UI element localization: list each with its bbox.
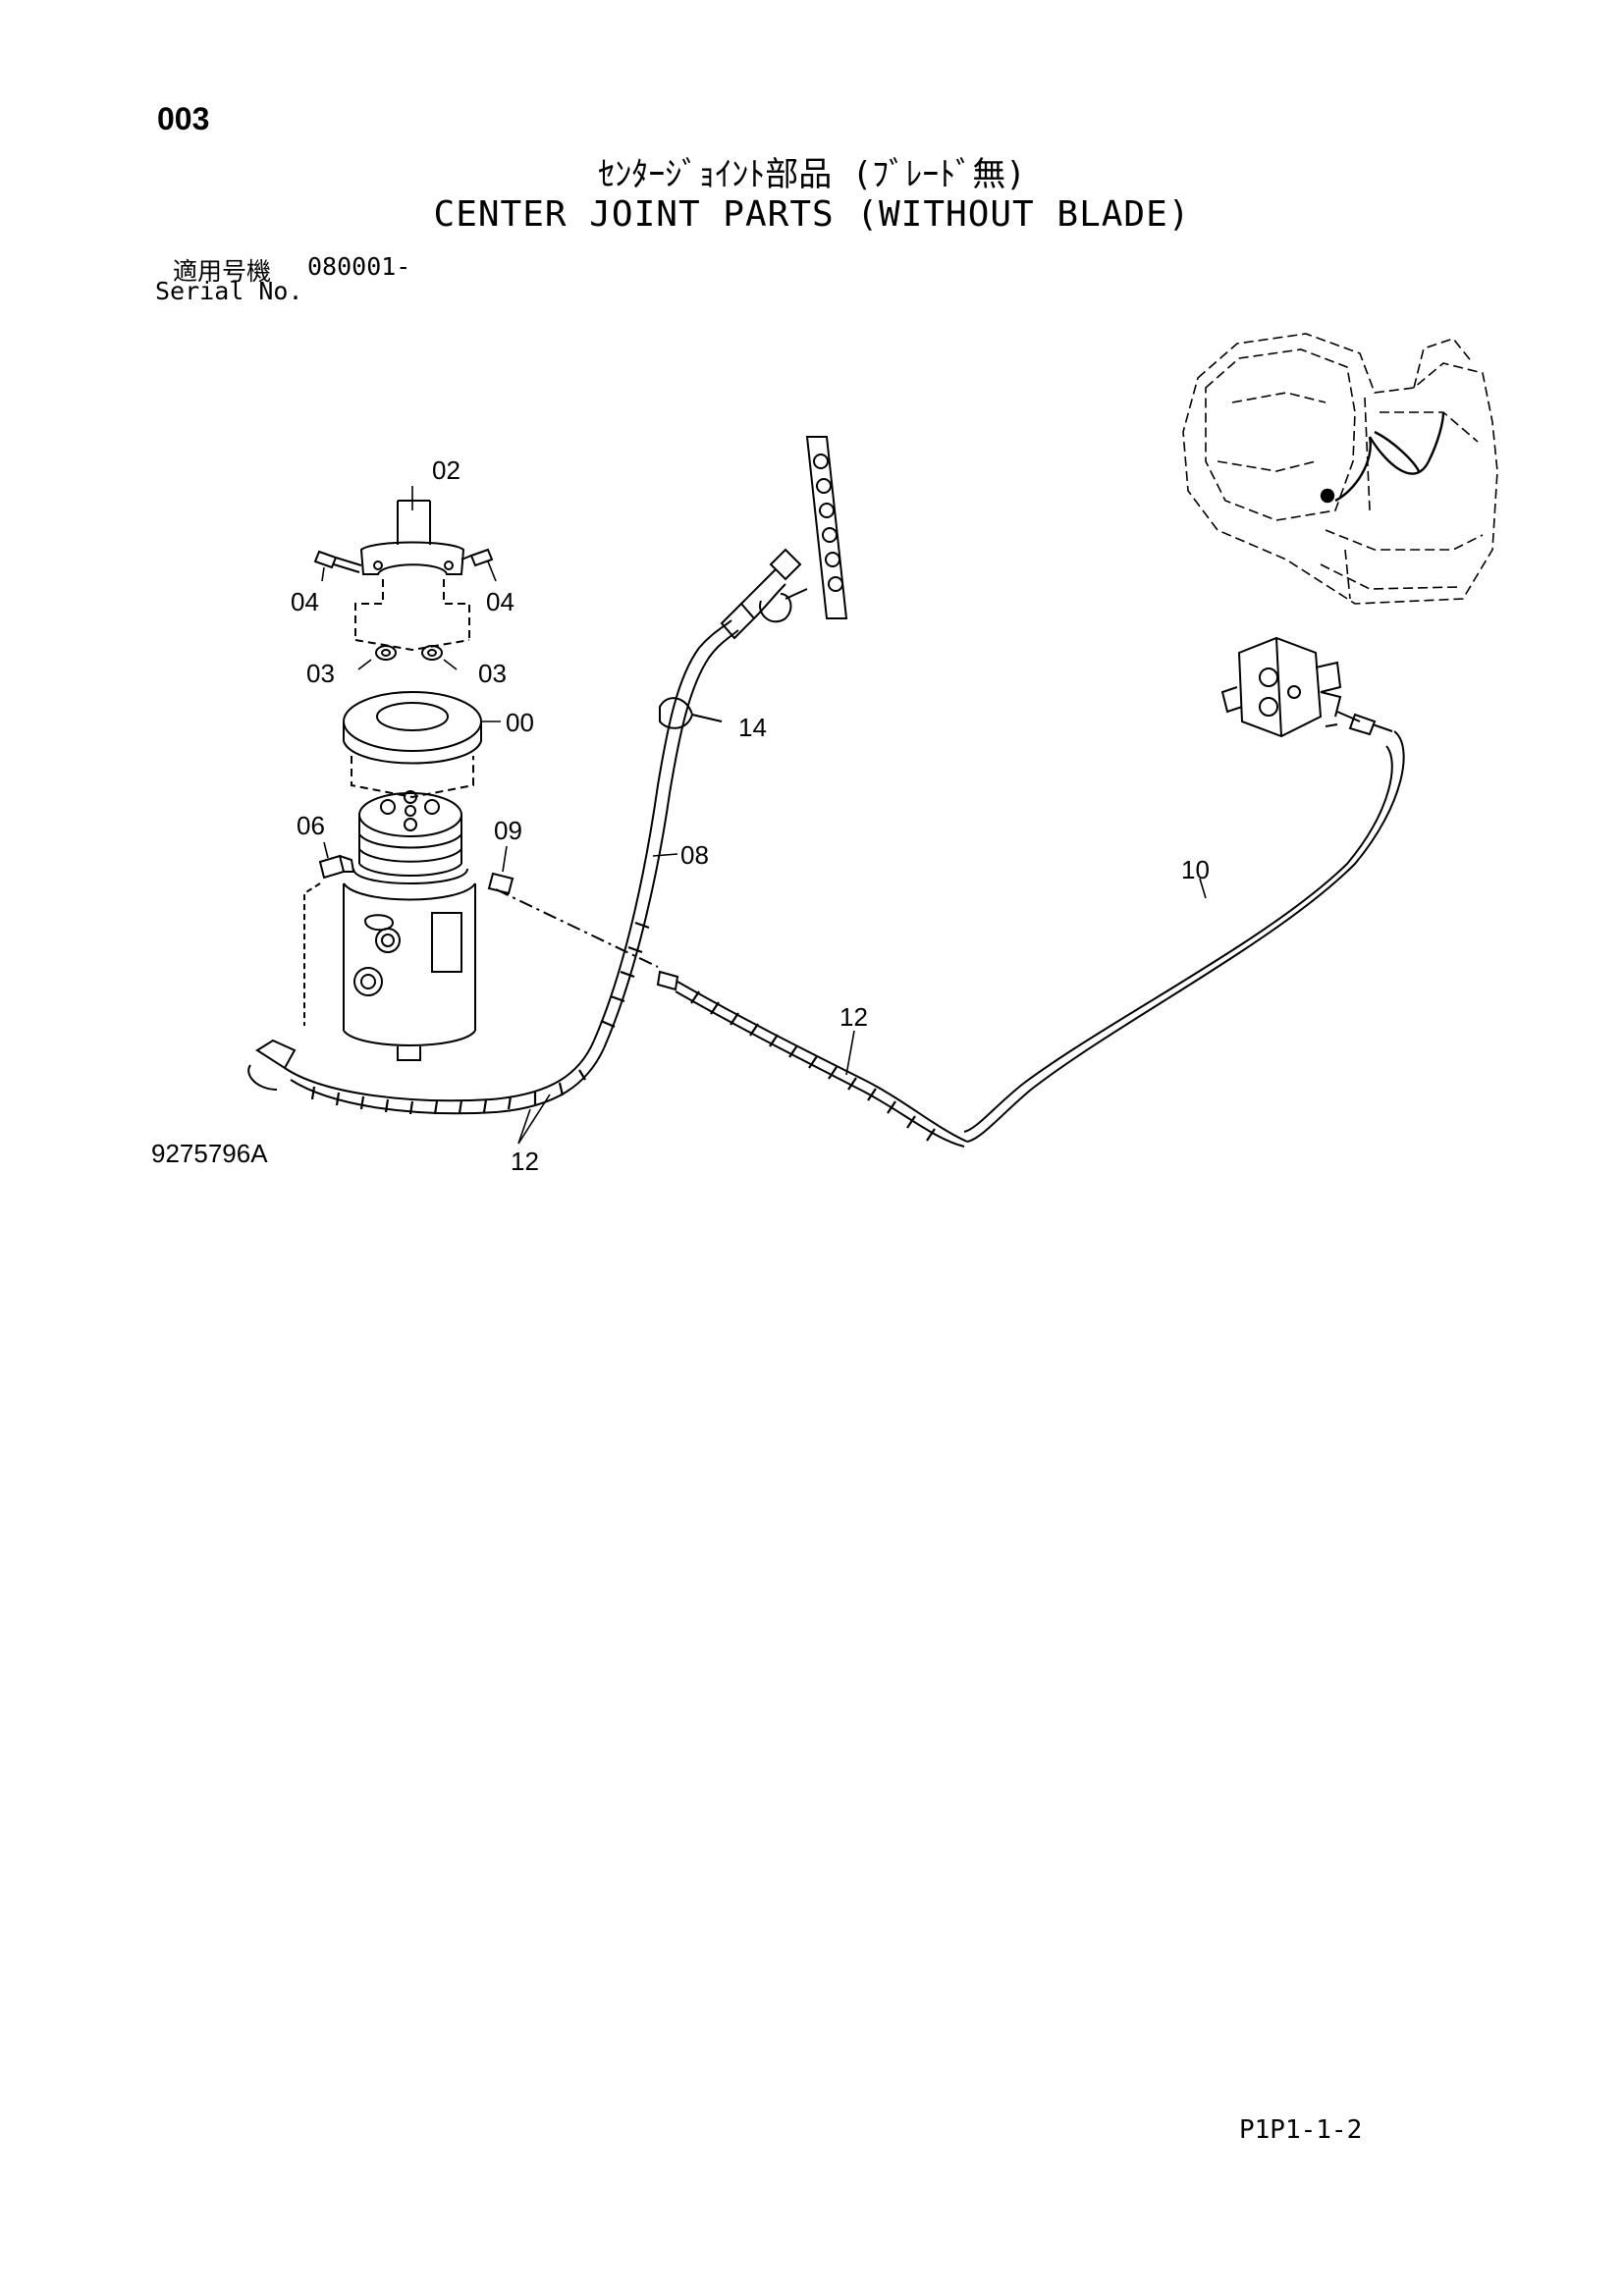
hose-10 xyxy=(963,713,1405,1143)
title-english: CENTER JOINT PARTS (WITHOUT BLADE) xyxy=(433,194,1191,235)
center-joint-body xyxy=(313,500,494,1061)
serial-value: 080001- xyxy=(307,252,411,281)
hose-08 xyxy=(593,548,802,1049)
callout-10: 10 xyxy=(1181,855,1210,884)
hose-08-spiral xyxy=(600,921,650,1029)
fitting-09 xyxy=(487,872,514,895)
locator-highlight-hose xyxy=(1320,411,1445,504)
callout-09: 09 xyxy=(494,816,522,845)
callout-03-right: 03 xyxy=(478,659,507,688)
callout-08: 08 xyxy=(680,840,709,870)
page-number: 003 xyxy=(157,101,210,136)
parts-diagram: 02 04 04 03 03 00 06 09 14 08 10 12 12 xyxy=(247,333,1498,1176)
callout-12-middle: 12 xyxy=(839,1002,868,1032)
serial-label-english: Serial No. xyxy=(155,277,303,305)
hose-12-left-spiral xyxy=(310,1069,586,1115)
callout-leaders xyxy=(321,486,1207,1145)
page-reference: P1P1-1-2 xyxy=(1239,2115,1363,2145)
valve-block xyxy=(1220,636,1361,738)
hose-12-middle xyxy=(656,970,968,1148)
hose-12-left xyxy=(247,1039,605,1115)
callout-06: 06 xyxy=(297,811,325,840)
excavator-locator-sketch xyxy=(1182,333,1498,605)
drawing-number: 9275796A xyxy=(151,1139,268,1168)
hose-12-middle-spiral xyxy=(690,990,936,1142)
callout-02: 02 xyxy=(432,455,460,485)
callout-12-bottom: 12 xyxy=(511,1147,539,1176)
callout-00: 00 xyxy=(506,708,534,737)
fitting-06 xyxy=(318,854,355,880)
terminal-block xyxy=(759,436,848,623)
callout-14: 14 xyxy=(738,713,767,742)
title-japanese: ｾﾝﾀｰｼﾞｮｲﾝﾄ部品 (ﾌﾞﾚｰﾄﾞ無) xyxy=(598,155,1026,194)
bolt-04-right xyxy=(460,548,494,567)
callout-04-left: 04 xyxy=(291,587,319,616)
bolt-04-left xyxy=(313,550,362,573)
callout-04-right: 04 xyxy=(486,587,514,616)
callout-03-left: 03 xyxy=(306,659,335,688)
serial-label-japanese: 適用号機 xyxy=(173,257,272,286)
